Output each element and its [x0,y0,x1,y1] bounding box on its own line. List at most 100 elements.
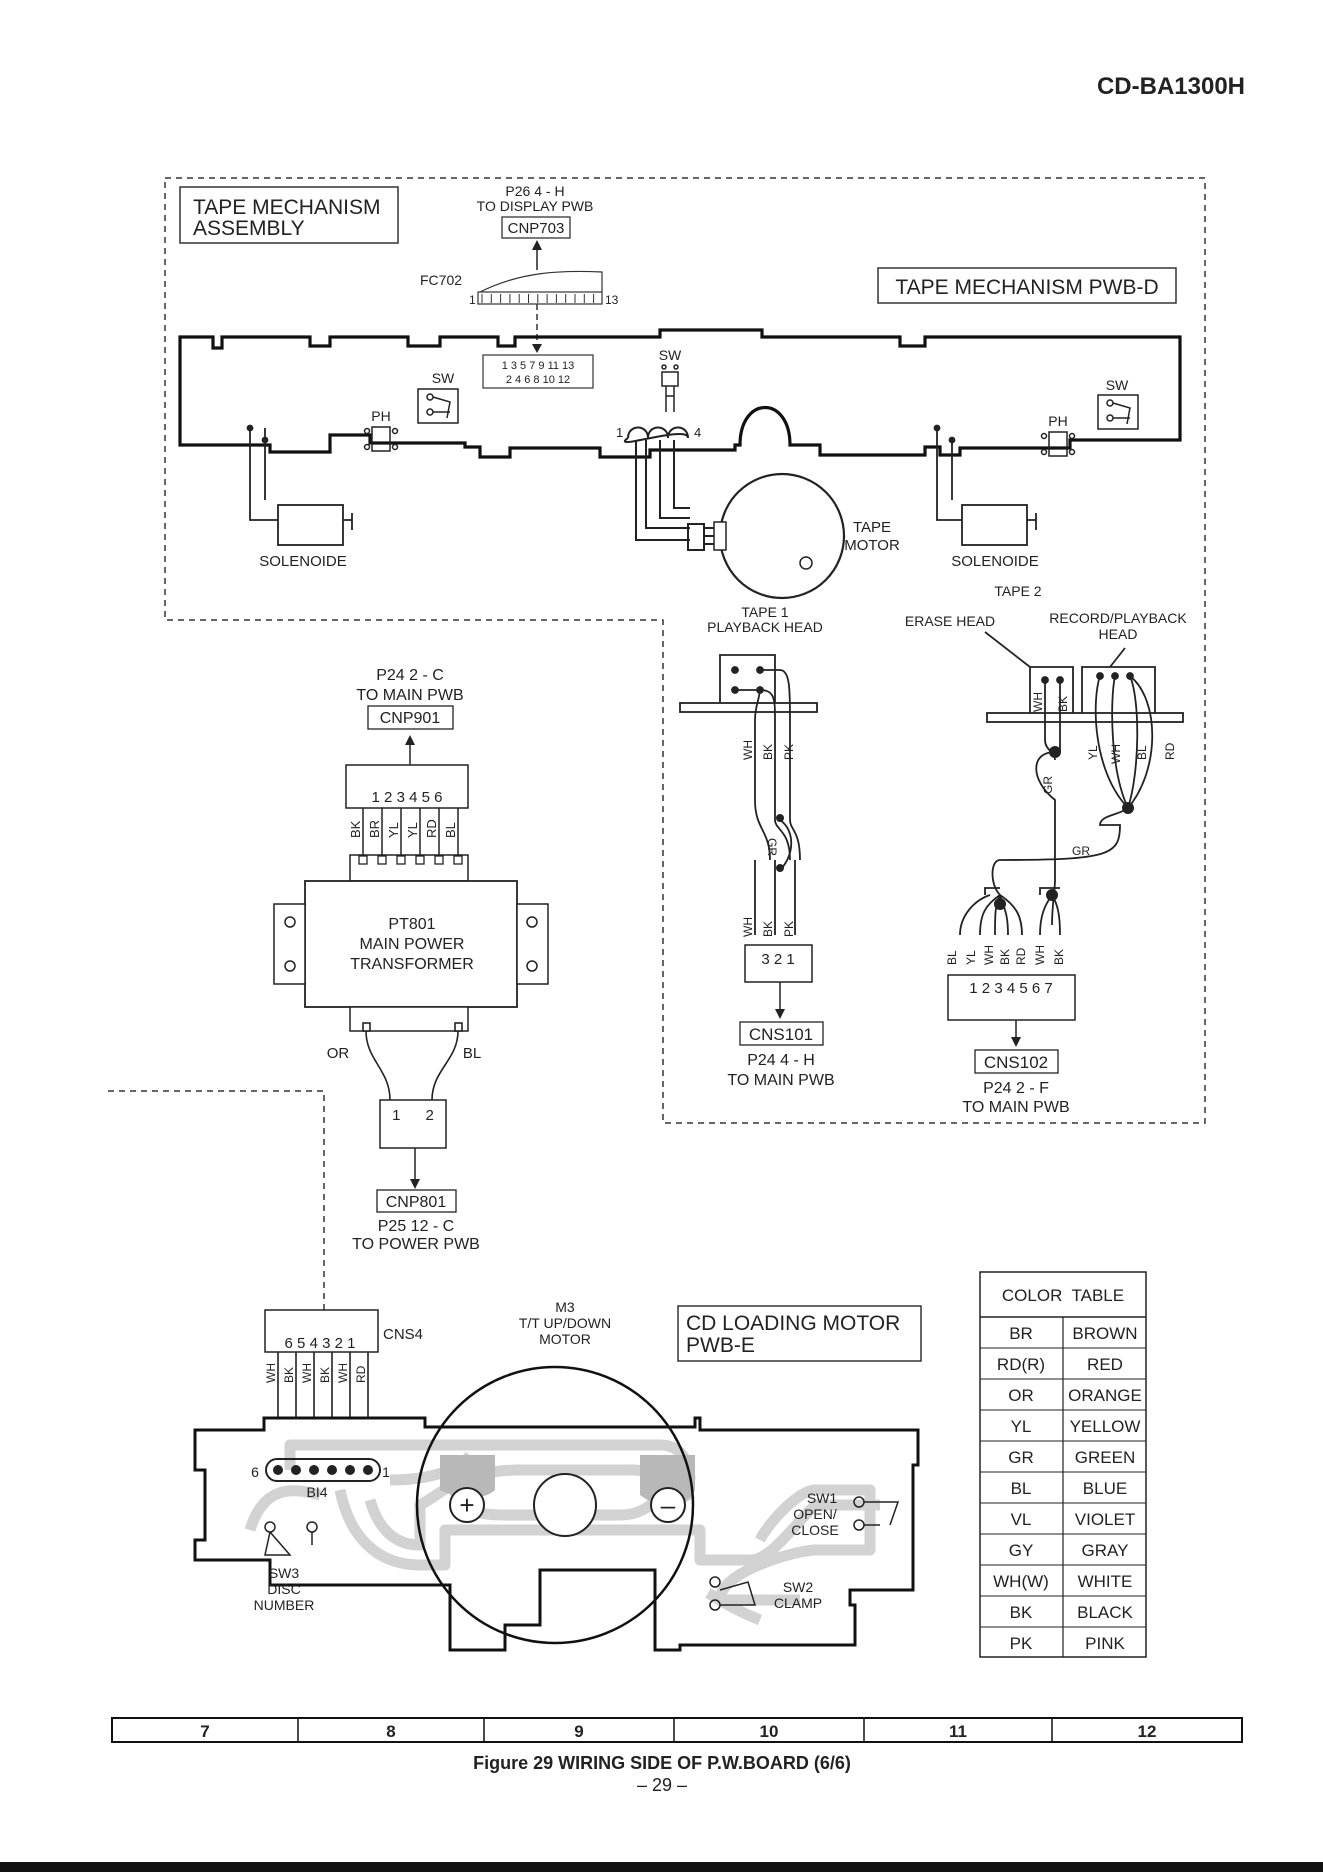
fc702-label: FC702 [420,272,462,288]
rec-wire-rd: RD [1163,742,1177,760]
cns102-wire-5: RD [1014,947,1028,965]
grid-label-11: 11 [949,1722,967,1741]
sw3-label-3: NUMBER [254,1597,315,1613]
color-code: VL [1011,1510,1032,1529]
cns4-wire-6: RD [354,1365,368,1383]
tape2-node-2 [1122,802,1134,814]
display-ref-line1: P26 4 - H [505,183,564,199]
bi4-pins [273,1465,373,1475]
cnp901-ref-2: TO MAIN PWB [356,687,463,704]
transformer-wire-2: BR [367,820,382,838]
solenoid-left-label: SOLENOIDE [259,553,347,570]
motor-pin-1: 1 [616,425,623,440]
tape2-node-4 [1046,889,1058,901]
cd-motor-hub [533,1473,597,1537]
tape1-wire-bk-lower: BK [761,921,775,937]
color-code: GY [1009,1541,1034,1560]
transformer-terminals [358,855,463,865]
cns102-label: CNS102 [984,1053,1048,1072]
color-name: BROWN [1072,1324,1137,1343]
rec-head-label-2: HEAD [1099,626,1138,642]
grid-label-10: 10 [760,1722,779,1741]
transformer-output-wires [362,1022,463,1101]
tape-motor-body [718,472,846,600]
cd-motor-plus-label: + [459,1490,474,1520]
cnp901-box [367,705,454,730]
bi4-pin-6: 6 [251,1464,259,1480]
grid-label-12: 12 [1138,1722,1157,1741]
tape-assembly-title-box [179,186,399,244]
cns4-wire-1: WH [264,1363,278,1383]
tape2-node-1 [1049,746,1061,758]
cns102-ref-1: P24 2 - F [983,1080,1049,1097]
tape1-wire-wh: WH [741,740,755,760]
fc702-pin-last: 13 [605,293,619,307]
tape-motor-label-1: TAPE [853,519,891,536]
erase-head-label: ERASE HEAD [905,613,995,629]
sw1-label-1: SW1 [807,1490,838,1506]
motor-connector-loops [623,426,689,443]
tape1-wire-bk: BK [761,744,775,760]
color-name: GRAY [1082,1541,1129,1560]
cnp801-ref-1: P25 12 - C [378,1218,454,1235]
cns102-wire-2: YL [964,950,978,965]
tape-motor-label-2: MOTOR [844,537,900,554]
cns102-box [974,1049,1059,1074]
color-code: RD(R) [997,1355,1045,1374]
tape-sw-center-symbol [661,364,679,412]
tape-sw-center-label: SW [659,347,682,363]
color-name: RED [1087,1355,1123,1374]
rec-wire-bl: BL [1135,745,1149,760]
tape-ph-left-symbol [363,426,399,452]
sw2-symbol [709,1576,757,1611]
sw3-symbol [264,1521,318,1556]
transformer-wire-or: OR [327,1045,350,1062]
transformer-wire-5: RD [424,819,439,838]
grid-strip-frame [111,1717,1243,1743]
cd-motor-minus-terminal [650,1487,686,1523]
rec-wire-wh: WH [1109,744,1123,764]
m3-label-1: M3 [555,1299,575,1315]
transformer-output-pins: 1 2 [392,1107,434,1124]
erase-wire-bk: BK [1056,696,1070,712]
bi4-label: BI4 [306,1484,327,1500]
sw1-label-2: OPEN/ [793,1506,837,1522]
cns4-wire-5: WH [336,1363,350,1383]
transformer-name-1: PT801 [388,916,435,933]
transformer-plug-pins: 1 2 3 4 5 6 [372,789,443,806]
transformer-mount-right [516,903,549,985]
transformer-plug [345,764,469,809]
rec-wire-yl: YL [1086,745,1100,760]
cd-section-boundary [108,1090,325,1310]
cnp901-ref-1: P24 2 - C [376,667,444,684]
tape1-label-1: TAPE 1 [741,604,788,620]
model-number: CD-BA1300H [1097,73,1245,100]
tape-assembly-boundary [164,177,1206,1124]
cnp703-label: CNP703 [508,220,565,237]
cns4-wire-4: BK [318,1367,332,1383]
cns4-pins: 6 5 4 3 2 1 [285,1335,356,1352]
display-ref-line2: TO DISPLAY PWB [477,198,594,214]
cnp901-label: CNP901 [380,710,441,727]
tape2-node-3 [994,898,1006,910]
erase-wire-wh: WH [1031,692,1045,712]
transformer-wire-3: YL [386,822,401,838]
tape-assembly-title-2: ASSEMBLY [193,217,305,240]
color-code: YL [1011,1417,1032,1436]
sw3-label-1: SW3 [269,1565,300,1581]
cns101-ref-1: P24 4 - H [747,1052,815,1069]
tape-sw-left-label: SW [432,370,455,386]
grid-label-7: 7 [200,1722,209,1741]
grid-label-9: 9 [574,1722,583,1741]
sw2-label-2: CLAMP [774,1595,822,1611]
fc702-contacts [481,294,595,303]
tape-pwb-title-box [877,267,1177,304]
color-name: BLUE [1083,1479,1127,1498]
tape-pwb-outline [178,328,1182,459]
cns4-label: CNS4 [383,1326,423,1343]
cns4-plug [264,1309,379,1353]
